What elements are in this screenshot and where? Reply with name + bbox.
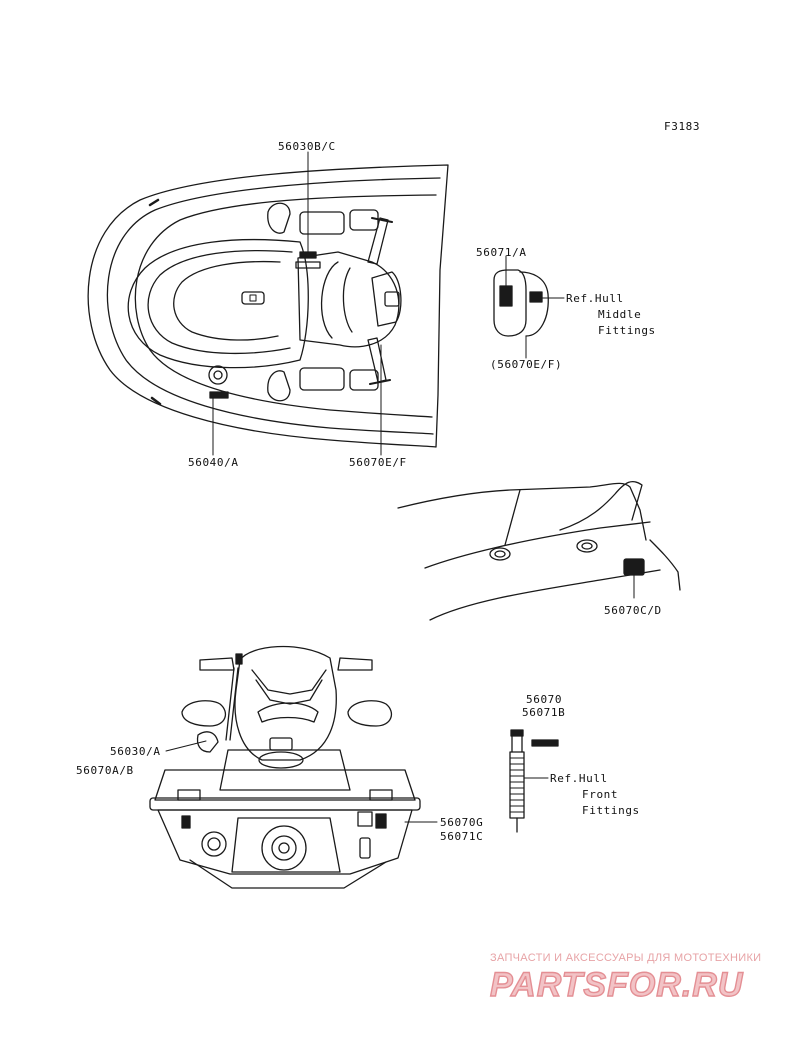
watermark-logo: PARTSFOR.RU	[489, 965, 744, 1004]
figure-code: F3183	[664, 120, 700, 133]
label-56070: 56070	[526, 693, 562, 706]
label-56070g: 56070G	[440, 816, 483, 829]
watermark-tagline: ЗАПЧАСТИ И АКСЕССУАРЫ ДЛЯ МОТОТЕХНИКИ	[490, 952, 762, 964]
side-rear-detail	[397, 480, 681, 621]
label-refhull-middle-1: Ref.Hull	[566, 292, 624, 305]
label-56030a: 56030/A	[110, 745, 161, 758]
hull-top-view	[87, 164, 449, 448]
label-56070cd: 56070C/D	[604, 604, 662, 617]
callout-labels: F3183 56030B/C 56071/A Ref.Hull Middle F…	[76, 120, 700, 843]
rear-view	[149, 645, 421, 889]
label-56071c: 56071C	[440, 830, 483, 843]
leaders-rear	[165, 740, 438, 823]
label-56070ef: 56070E/F	[349, 456, 407, 469]
label-56030bc: 56030B/C	[278, 140, 336, 153]
label-refhull-middle-2: Middle	[598, 308, 641, 321]
label-56071b: 56071B	[522, 706, 565, 719]
label-56070ab: 56070A/B	[76, 764, 134, 777]
label-refhull-middle-3: Fittings	[598, 324, 656, 337]
leaders-top	[212, 151, 382, 456]
front-fittings-detail	[509, 729, 559, 833]
label-refhull-front-3: Fittings	[582, 804, 640, 817]
middle-fittings-detail	[493, 255, 565, 359]
label-refhull-front-2: Front	[582, 788, 618, 801]
label-56071a: 56071/A	[476, 246, 527, 259]
label-56040a: 56040/A	[188, 456, 239, 469]
label-56070ef-paren: (56070E/F)	[490, 358, 562, 371]
label-refhull-front-1: Ref.Hull	[550, 772, 608, 785]
